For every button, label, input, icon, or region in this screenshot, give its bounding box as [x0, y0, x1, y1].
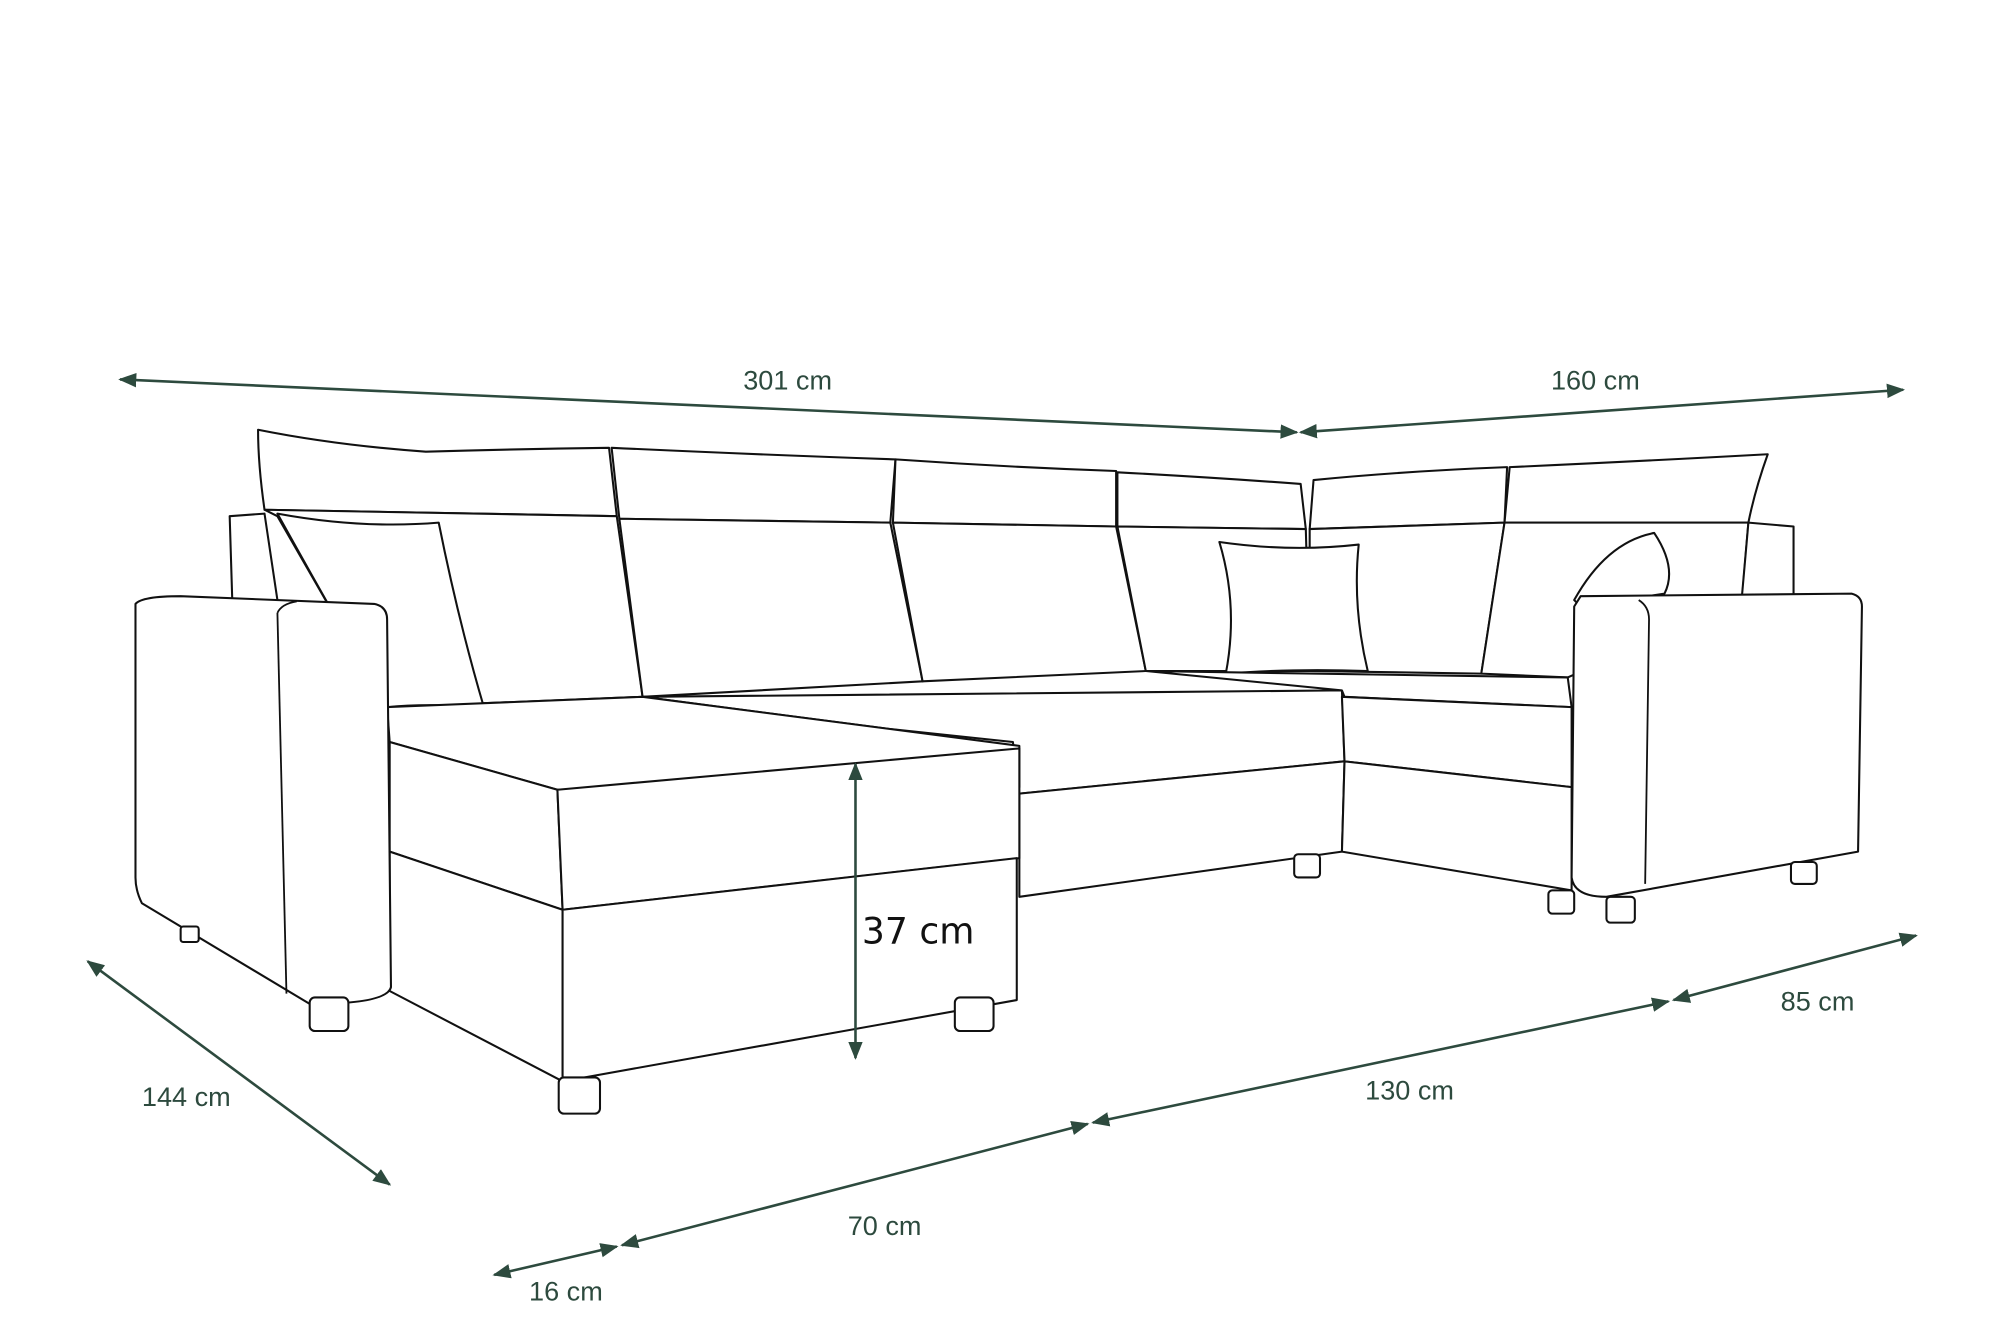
dim-line-144: [86, 960, 392, 1186]
right-armrest: [1570, 592, 1863, 898]
back-cushion-2: [610, 446, 897, 524]
label-corner-depth: 85 cm: [1781, 985, 1855, 1016]
leg: [179, 925, 200, 944]
dimension-lines: [86, 372, 1918, 1279]
throw-pillow-right: [1573, 531, 1671, 608]
sofa-drawing: [134, 428, 1863, 1115]
back-cushion-3: [891, 458, 1118, 528]
label-total-width: 301 cm: [743, 365, 832, 396]
label-middle-section: 130 cm: [1365, 1074, 1454, 1105]
label-chaise-width: 70 cm: [848, 1210, 922, 1241]
label-seat-height: 37 cm: [862, 909, 974, 952]
leg: [1789, 860, 1818, 885]
leg: [1605, 895, 1636, 924]
leg: [953, 996, 995, 1033]
leg: [1547, 889, 1576, 915]
dim-line-85: [1671, 932, 1918, 1003]
dim-line-301: [118, 372, 1299, 439]
left-armrest-back: [228, 512, 279, 602]
back-cushion-5: [1308, 466, 1509, 531]
right-armrest-back: [1740, 521, 1795, 598]
back-cushion-1: [257, 428, 618, 518]
leg: [557, 1076, 602, 1115]
throw-pillow-center: [1218, 540, 1369, 675]
dim-line-70: [620, 1121, 1090, 1249]
dim-line-130: [1091, 997, 1671, 1127]
leg: [308, 996, 350, 1033]
label-side-width: 160 cm: [1551, 365, 1640, 396]
dim-line-16: [492, 1243, 619, 1279]
left-armrest: [134, 595, 392, 1005]
label-depth: 144 cm: [142, 1081, 231, 1112]
dim-line-160: [1298, 383, 1906, 439]
label-armrest: 16 cm: [529, 1276, 603, 1307]
leg: [1293, 853, 1322, 879]
back-cushion-4: [1116, 471, 1307, 531]
dimension-labels: 301 cm 160 cm 144 cm 37 cm 16 cm 70 cm 1…: [142, 365, 1854, 1307]
back-cushion-6: [1503, 453, 1769, 524]
